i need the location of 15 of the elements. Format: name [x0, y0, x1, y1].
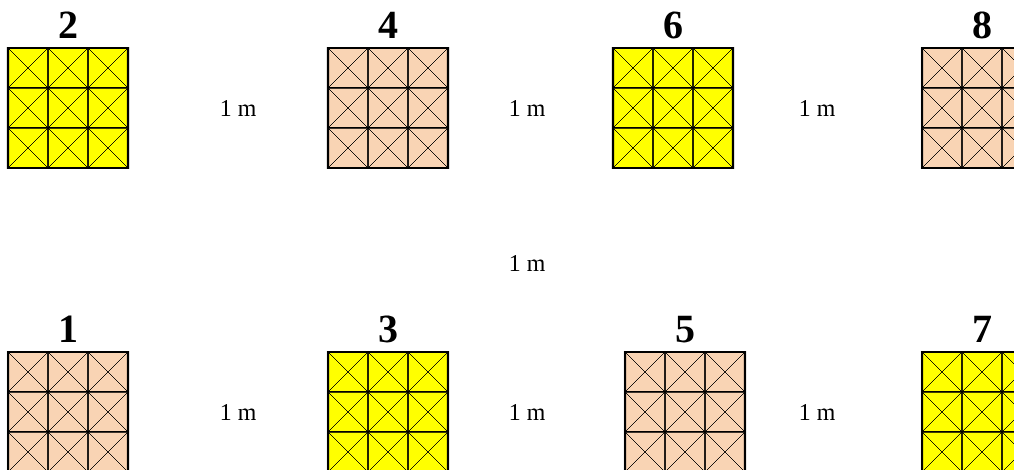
plot-number: 2	[59, 11, 77, 38]
plot-number: 8	[973, 11, 991, 39]
plot-number: 4	[378, 11, 398, 38]
distance-label: 1 m	[800, 100, 835, 116]
distance-label: 1 m	[510, 255, 545, 271]
plot-number: 1	[61, 315, 76, 342]
distance-label: 1 m	[510, 404, 545, 420]
plot-number: 3	[379, 315, 397, 343]
plot-number: 6	[664, 11, 682, 39]
plot-number: 7	[974, 315, 992, 342]
distance-label: 1 m	[221, 100, 256, 116]
distance-label: 1 m	[221, 404, 256, 420]
plot-number: 5	[676, 315, 694, 343]
distance-label: 1 m	[510, 100, 545, 116]
distance-label: 1 m	[800, 404, 835, 420]
